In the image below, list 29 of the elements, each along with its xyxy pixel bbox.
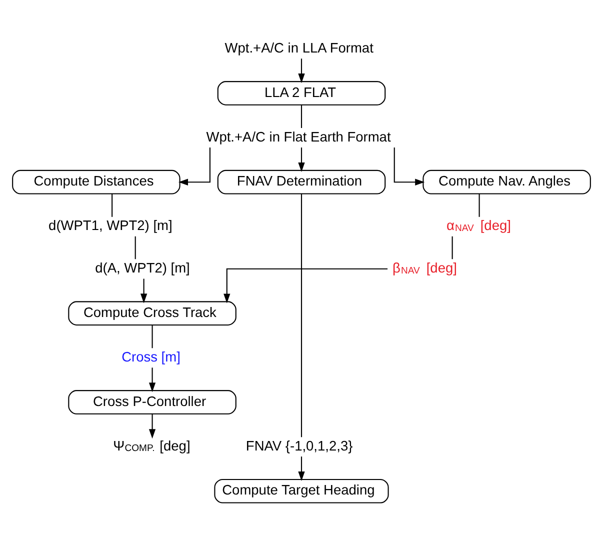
node-text: d(WPT1, WPT2) [m] [48, 218, 172, 233]
connector [478, 193, 480, 216]
node-box: Cross P-Controller [68, 390, 236, 414]
connector [112, 193, 113, 216]
connector [452, 236, 453, 259]
arrow [224, 268, 388, 303]
arrow [298, 58, 305, 83]
connector [134, 236, 136, 259]
node-box: Compute Distances [12, 169, 180, 194]
connector [300, 193, 302, 437]
node-text: Wpt.+A/C in Flat Earth Format [206, 128, 391, 144]
node-text: Wpt.+A/C in LLA Format [224, 40, 374, 55]
node-text: d(A, WPT2) [m] [95, 260, 190, 275]
arrow [140, 278, 148, 303]
node-box: Compute Cross Track [68, 300, 236, 325]
node-text: Cross [m] [122, 348, 180, 364]
arrow [394, 147, 425, 185]
node-box: Compute Nav. Angles [422, 169, 591, 194]
arrow [178, 147, 210, 185]
node-box: LLA 2 FLAT [217, 80, 386, 105]
arrow [148, 367, 156, 392]
node-text: FNAV {-1,0,1,2,3} [246, 438, 353, 453]
node-box: Compute Target Heading [214, 478, 389, 503]
arrow [298, 456, 305, 480]
node-box: FNAV Determination [217, 169, 386, 194]
connector [152, 324, 153, 348]
arrow [148, 413, 156, 438]
arrow [298, 147, 305, 172]
connector [300, 104, 302, 128]
